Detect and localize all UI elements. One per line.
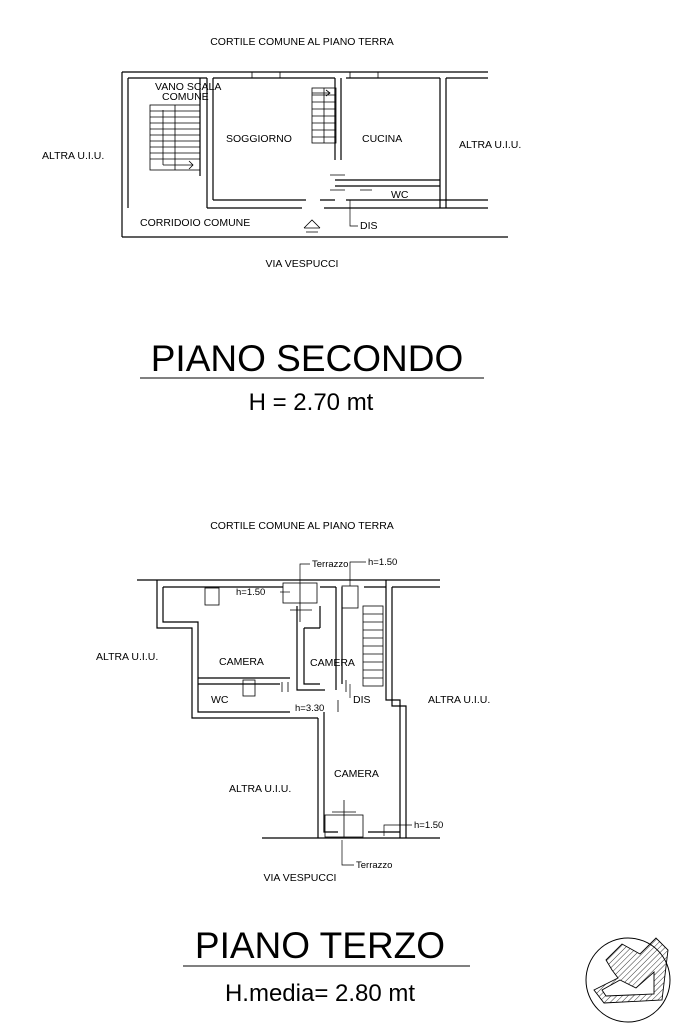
f3-h-bottom-leader	[383, 824, 412, 836]
f3-terrazzo-top-leader	[299, 563, 310, 583]
f3-height: H.media= 2.80 mt	[225, 980, 415, 1007]
f3-h-mid: h=3.30	[295, 703, 324, 714]
f3-left-outline	[156, 580, 318, 719]
f3-altra-left: ALTRA U.I.U.	[96, 651, 158, 663]
location-symbol	[585, 937, 671, 1023]
f2-altra-left: ALTRA U.I.U.	[42, 150, 104, 162]
f3-h-bottom: h=1.50	[414, 820, 443, 831]
f2-corridor-wall	[207, 199, 488, 209]
f3-terrazzo-bottom-leader	[341, 840, 354, 866]
f3-internal-stair	[362, 605, 384, 687]
f2-dis-leader	[349, 200, 358, 227]
f3-right-outline	[385, 580, 407, 838]
f3-terrazzo-top: Terrazzo	[312, 559, 348, 570]
f2-internal-stair	[311, 87, 337, 144]
f3-central-walls	[296, 606, 325, 691]
f3-h-top-right: h=1.50	[368, 557, 397, 568]
f2-vano-line1: VANO SCALA	[155, 81, 221, 93]
piano-secondo-plan: CORTILE COMUNE AL PIANO TERRA	[42, 36, 521, 416]
f2-cucina-label: CUCINA	[362, 133, 402, 145]
f3-title: PIANO TERZO	[195, 925, 445, 966]
f3-window-dis	[341, 585, 359, 609]
f2-wc-label: WC	[391, 189, 409, 201]
piano-terzo-plan: CORTILE COMUNE AL PIANO TERRA	[96, 520, 490, 1007]
f3-wc-fixture	[242, 679, 256, 697]
f2-courtyard-label: CORTILE COMUNE AL PIANO TERRA	[210, 36, 394, 48]
f2-altra-right: ALTRA U.I.U.	[459, 139, 521, 151]
f2-window-1	[251, 71, 281, 79]
f3-h-top-right-leader	[349, 561, 366, 586]
f3-camera-left: CAMERA	[219, 656, 264, 668]
f3-wc-wall	[198, 677, 290, 685]
f2-corridoio-label: CORRIDOIO COMUNE	[140, 217, 250, 229]
f3-top-wall	[137, 579, 440, 588]
f3-wc-label: WC	[211, 694, 229, 706]
f2-window-2	[349, 71, 379, 79]
f2-partition-wall	[334, 78, 342, 160]
f3-altra-bottom: ALTRA U.I.U.	[229, 783, 291, 795]
f3-terrazzo-bottom: Terrazzo	[356, 860, 392, 871]
f2-height: H = 2.70 mt	[249, 389, 374, 416]
f2-title: PIANO SECONDO	[151, 338, 464, 379]
f3-terrace-top-axis	[290, 583, 312, 622]
f2-street-label: VIA VESPUCCI	[266, 258, 339, 270]
f2-entrance-arrow	[303, 219, 321, 233]
f2-right-wall	[439, 78, 447, 208]
f3-window-left	[204, 587, 220, 606]
f3-h-top-left: h=1.50	[236, 587, 265, 598]
f2-soggiorno-label: SOGGIORNO	[226, 133, 292, 145]
f3-dis-label: DIS	[353, 694, 371, 706]
f3-altra-right: ALTRA U.I.U.	[428, 694, 490, 706]
f3-street-label: VIA VESPUCCI	[264, 872, 337, 884]
f3-dis-wall	[335, 587, 343, 690]
f3-terrace-bottom-axis	[332, 800, 356, 837]
f2-dis-label: DIS	[360, 220, 378, 232]
f2-left-wall	[121, 72, 129, 237]
f3-door-marks	[281, 680, 347, 712]
f2-vano-line2: COMUNE	[162, 91, 209, 103]
f2-wc-wall	[335, 179, 440, 187]
f3-courtyard-label: CORTILE COMUNE AL PIANO TERRA	[210, 520, 394, 532]
f2-common-stair	[149, 104, 201, 171]
f2-dis-walls	[330, 174, 372, 191]
f3-camera-bottom: CAMERA	[334, 768, 379, 780]
f2-top-wall	[122, 71, 488, 79]
f3-camera-mid: CAMERA	[310, 657, 355, 669]
